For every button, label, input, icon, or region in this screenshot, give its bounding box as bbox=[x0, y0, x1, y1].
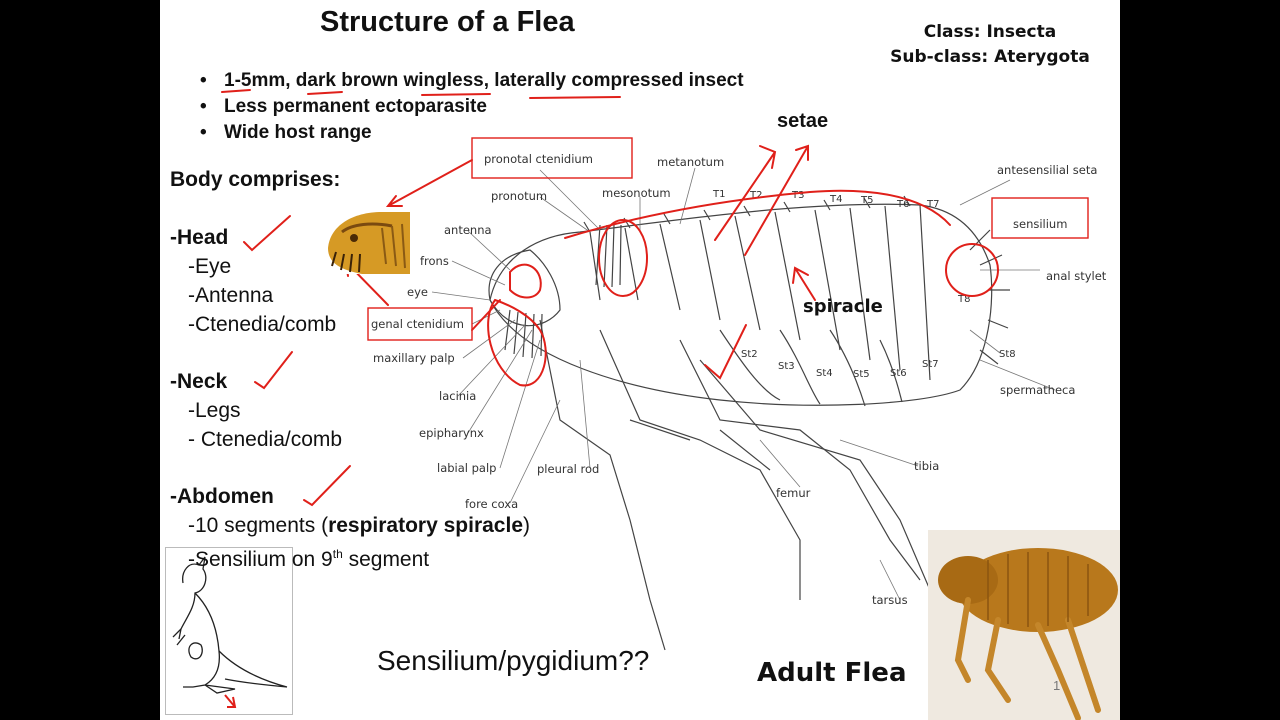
label-metanotum: metanotum bbox=[657, 155, 724, 169]
tergite-label: T2 bbox=[749, 190, 762, 201]
checkmark bbox=[704, 324, 747, 380]
tergite-label: T8 bbox=[957, 294, 970, 305]
kangaroo-arrow bbox=[224, 694, 237, 708]
tergite-label: T7 bbox=[926, 199, 939, 210]
check-abdomen bbox=[303, 465, 351, 507]
class-text: Class: Insecta bbox=[923, 22, 1057, 42]
label-sensilium: sensilium bbox=[1013, 217, 1067, 231]
flea-diagram: pronotal ctenidium metanotum pronotum me… bbox=[221, 89, 1107, 651]
sternite-label: St6 bbox=[890, 368, 907, 379]
bullet-item: Less permanent ectoparasite bbox=[200, 94, 744, 120]
label-labial-palp: labial palp bbox=[437, 461, 496, 475]
abdomen-segments: -10 segments (respiratory spiracle) bbox=[188, 514, 530, 537]
label-eye: eye bbox=[407, 285, 428, 299]
classification: Class: Insecta Sub-class: Aterygota bbox=[890, 20, 1090, 70]
mouthparts-circle bbox=[487, 298, 547, 387]
flea-head-photo bbox=[322, 208, 410, 274]
neck-item: - Ctenedia/comb bbox=[188, 428, 343, 451]
abdomen-sensilium: -Sensilium on 9th segment bbox=[188, 547, 430, 571]
setae-arrow bbox=[744, 144, 809, 256]
slide-number: 1 bbox=[1053, 678, 1061, 693]
setae-annotation: setae bbox=[777, 110, 829, 132]
tergite-label: T6 bbox=[896, 199, 909, 210]
label-femur: femur bbox=[776, 486, 811, 500]
flea-outline bbox=[488, 195, 1010, 651]
label-pronotum: pronotum bbox=[491, 189, 547, 203]
spiracle-arrow bbox=[792, 266, 816, 301]
label-anal-stylet: anal stylet bbox=[1046, 269, 1107, 283]
head-heading: -Head bbox=[170, 226, 229, 249]
spiracle-annotation: spiracle bbox=[803, 296, 883, 317]
label-antenna: antenna bbox=[444, 223, 492, 237]
sternite-label: St2 bbox=[741, 349, 758, 360]
label-tibia: tibia bbox=[914, 459, 939, 473]
tergite-label: T4 bbox=[829, 194, 842, 205]
body-heading: Body comprises: bbox=[170, 168, 341, 191]
check-neck bbox=[254, 351, 293, 390]
head-item: -Antenna bbox=[188, 284, 274, 307]
tergite-label: T1 bbox=[712, 189, 725, 200]
sensilium-circle bbox=[945, 243, 999, 297]
label-antesensilial-seta: antesensilial seta bbox=[997, 163, 1097, 177]
tergite-label: T5 bbox=[860, 195, 873, 206]
neck-item: -Legs bbox=[188, 399, 241, 422]
setae-arrow bbox=[714, 145, 777, 241]
kangaroo-head bbox=[178, 556, 207, 640]
label-genal-ctenidium: genal ctenidium bbox=[371, 317, 464, 331]
bullet-list: 1-5mm, dark brown wingless, laterally co… bbox=[200, 68, 744, 146]
label-spermatheca: spermatheca bbox=[1000, 383, 1075, 397]
slide-canvas: pronotal ctenidium metanotum pronotum me… bbox=[160, 0, 1120, 720]
neck-heading: -Neck bbox=[170, 370, 228, 393]
kangaroo-sketch bbox=[165, 547, 293, 715]
sternite-label: St7 bbox=[922, 359, 939, 370]
slide-title: Structure of a Flea bbox=[320, 6, 575, 38]
sternite-label: St5 bbox=[853, 369, 870, 380]
diagram-labels: pronotal ctenidium metanotum pronotum me… bbox=[371, 152, 1107, 607]
adult-flea-caption: Adult Flea bbox=[757, 658, 907, 688]
label-lacinia: lacinia bbox=[439, 389, 476, 403]
tergite-label: T3 bbox=[791, 190, 804, 201]
genal-ctenidium-box bbox=[367, 307, 473, 341]
bullet-item: 1-5mm, dark brown wingless, laterally co… bbox=[200, 68, 744, 94]
label-fore-coxa: fore coxa bbox=[465, 497, 518, 511]
label-pronotal-ctenidium: pronotal ctenidium bbox=[484, 152, 593, 166]
arrow-to-head bbox=[385, 159, 473, 207]
label-maxillary-palp: maxillary palp bbox=[373, 351, 455, 365]
label-tarsus: tarsus bbox=[872, 593, 908, 607]
abdomen-heading: -Abdomen bbox=[170, 485, 274, 508]
segment-labels: T1 T2 T3 T4 T5 T6 T7 T8 St2 St3 St4 St5 … bbox=[712, 189, 1016, 380]
subclass-text: Sub-class: Aterygota bbox=[890, 47, 1090, 67]
eye-circle bbox=[509, 263, 542, 299]
bullet-item: Wide host range bbox=[200, 120, 744, 146]
label-epipharynx: epipharynx bbox=[419, 426, 484, 440]
sternite-label: St3 bbox=[778, 361, 795, 372]
pronotal-comb-circle bbox=[598, 219, 648, 297]
head-item: -Ctenedia/comb bbox=[188, 313, 337, 336]
sternite-label: St4 bbox=[816, 368, 833, 379]
sternite-label: St8 bbox=[999, 349, 1016, 360]
genal-comb-mark bbox=[471, 299, 501, 331]
check-head bbox=[243, 215, 291, 252]
head-item: -Eye bbox=[188, 255, 232, 278]
adult-flea-photo bbox=[928, 530, 1120, 720]
sensilium-question: Sensilium/pygidium?? bbox=[377, 645, 650, 676]
sensilium-box bbox=[991, 197, 1089, 239]
label-pleural-rod: pleural rod bbox=[537, 462, 599, 476]
body-parts-outline: Body comprises: -Head -Eye -Antenna -Cte… bbox=[170, 165, 530, 571]
label-mesonotum: mesonotum bbox=[602, 186, 671, 200]
label-frons: frons bbox=[420, 254, 449, 268]
